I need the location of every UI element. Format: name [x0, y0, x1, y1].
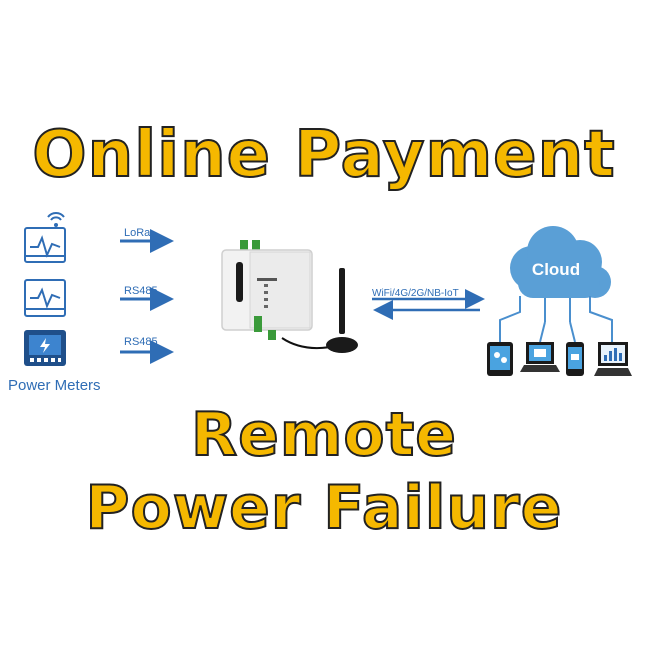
headline-online-payment: Online Payment [31, 117, 616, 193]
gateway-device [221, 240, 313, 340]
antenna-icon [281, 268, 358, 353]
wireless-meter-icon [24, 212, 66, 263]
link-arrow-rs485-1: RS485 [120, 285, 174, 311]
uplink-arrows: WiFi/4G/2G/NB-IoT [372, 288, 485, 320]
link-label-rs485-1: RS485 [124, 285, 158, 297]
power-meters-label: Power Meters [8, 377, 101, 394]
cloud-label: Cloud [532, 260, 580, 279]
cloud-connections [499, 296, 613, 343]
link-arrow-rs485-2: RS485 [120, 336, 174, 364]
link-label-lora: LoRa [124, 227, 151, 239]
headline-remote: Remote [190, 399, 457, 471]
laptop-icon [520, 342, 560, 372]
meter-icon [24, 279, 66, 317]
prepaid-meter-icon [24, 330, 66, 366]
cloud-icon: Cloud [510, 226, 611, 298]
headline-power-failure: Power Failure [85, 472, 563, 544]
uplink-label: WiFi/4G/2G/NB-IoT [372, 288, 459, 299]
tablet-icon [487, 342, 513, 376]
link-arrow-lora: LoRa [120, 227, 174, 253]
phone-icon [566, 342, 584, 376]
link-label-rs485-2: RS485 [124, 336, 158, 348]
desktop-icon [594, 342, 632, 376]
